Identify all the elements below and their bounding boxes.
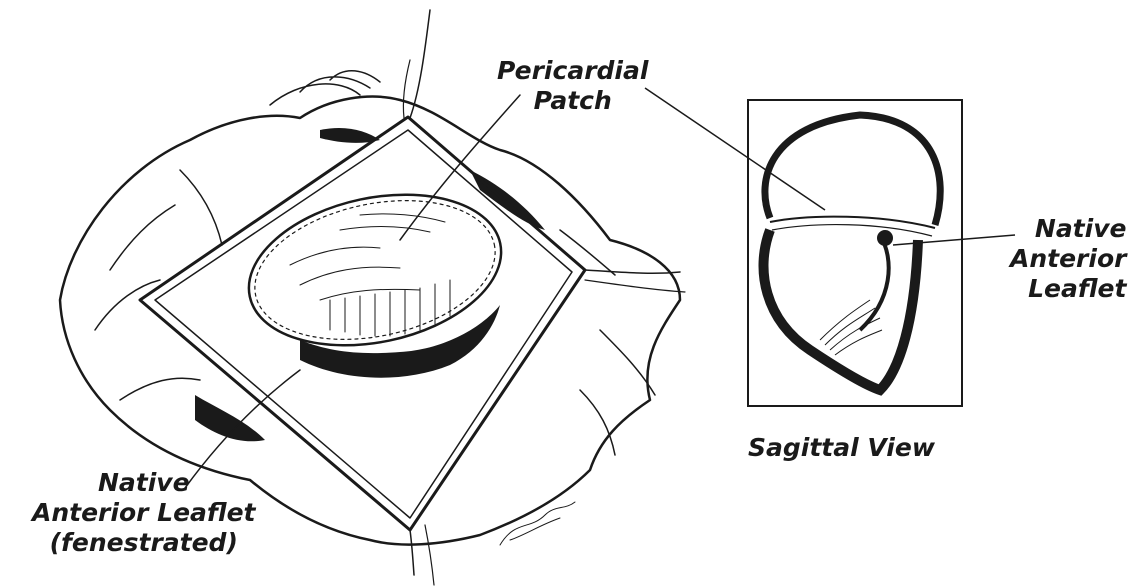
leader-pericardial-patch	[400, 95, 520, 240]
label-native-anterior-leaflet-left: Native Anterior Leaflet (fenestrated)	[32, 468, 256, 558]
tissue-fold-right	[560, 230, 655, 455]
ventricle-wall-inner	[860, 235, 889, 330]
tissue-shadow-left	[195, 395, 265, 441]
label-native-left: Native	[32, 468, 256, 498]
suture-bottom-2	[425, 525, 434, 585]
retractor-frame-inner	[155, 130, 572, 518]
label-anterior-leaflet-left: Anterior Leaflet	[32, 498, 256, 528]
label-fenestrated: (fenestrated)	[32, 528, 256, 558]
sagittal-view-panel	[645, 88, 1015, 406]
tissue-fold-left	[95, 170, 222, 400]
native-leaflet-node	[877, 230, 893, 246]
label-pericardial: Pericardial	[497, 56, 648, 86]
suture-right-2	[585, 280, 685, 292]
label-patch: Patch	[497, 86, 648, 116]
patch-striations	[290, 214, 445, 300]
leader-native-leaflet-right	[893, 235, 1015, 245]
label-leaflet-right: Leaflet	[1010, 274, 1126, 304]
tissue-fold-top	[270, 71, 380, 105]
suture-top	[410, 10, 430, 118]
lower-chamber	[763, 230, 918, 390]
upper-chamber	[765, 115, 940, 225]
label-native-right: Native	[1010, 214, 1126, 244]
leader-pericardial-to-sagittal	[645, 88, 825, 210]
chordae	[820, 300, 882, 355]
sagittal-patch-line-2	[772, 225, 932, 236]
label-anterior-right: Anterior	[1010, 244, 1126, 274]
label-pericardial-patch: Pericardial Patch	[497, 56, 648, 116]
label-sagittal-view: Sagittal View	[748, 433, 935, 463]
label-native-anterior-leaflet-right: Native Anterior Leaflet	[1010, 214, 1126, 304]
suture-bottom	[410, 530, 414, 575]
suture-top-2	[403, 60, 410, 118]
suture-right	[585, 270, 680, 273]
